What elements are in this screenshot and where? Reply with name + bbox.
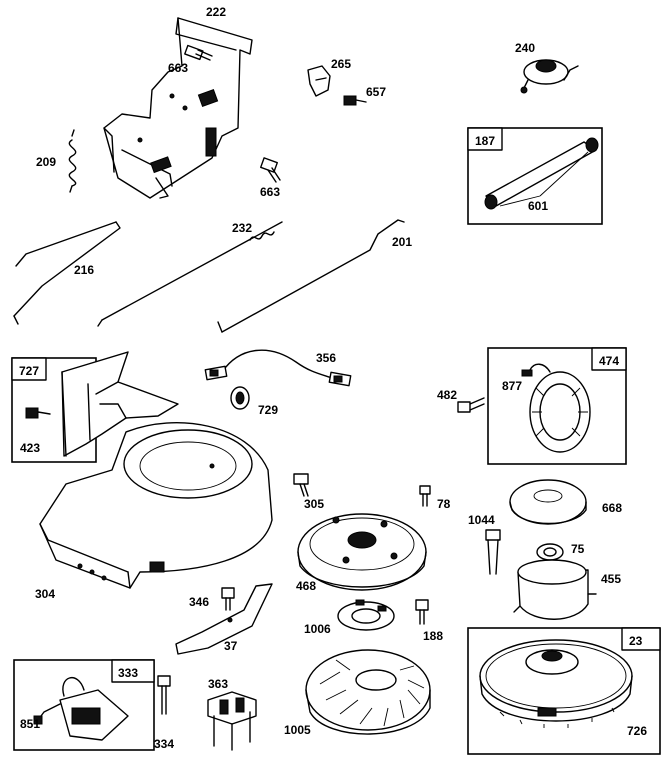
label-240: 240 <box>515 41 535 55</box>
part-455-starter-cup <box>513 559 597 620</box>
part-601-fuel-tube <box>484 137 599 210</box>
label-37: 37 <box>224 639 238 653</box>
part-729-grommet <box>230 386 250 410</box>
callout-tag-727 <box>11 357 47 381</box>
label-663-upper: 663 <box>168 61 188 75</box>
label-333: 333 <box>118 666 138 680</box>
part-75-washer <box>536 543 564 561</box>
part-663-screw-upper <box>184 44 213 61</box>
callout-box-23 <box>467 627 661 755</box>
label-78: 78 <box>437 497 451 511</box>
part-663-screw-lower <box>260 157 281 183</box>
label-334: 334 <box>154 737 174 751</box>
part-334-screw <box>157 675 171 715</box>
label-601: 601 <box>528 199 548 213</box>
label-23: 23 <box>629 634 643 648</box>
label-726: 726 <box>627 724 647 738</box>
label-232: 232 <box>232 221 252 235</box>
callout-tag-23 <box>621 627 661 651</box>
part-333-ignition-module <box>59 677 129 741</box>
part-668-cup <box>509 479 587 525</box>
label-188: 188 <box>423 629 443 643</box>
label-187: 187 <box>475 134 495 148</box>
part-222-control-bracket <box>103 17 253 199</box>
part-363-bracket <box>207 691 257 751</box>
part-265-clip <box>307 65 331 97</box>
part-209-spring <box>68 129 77 193</box>
label-482: 482 <box>437 388 457 402</box>
part-78-screw <box>419 485 431 507</box>
part-468-rewind-starter <box>297 513 427 591</box>
label-663-lower: 663 <box>260 185 280 199</box>
label-1006: 1006 <box>304 622 331 636</box>
label-1044: 1044 <box>468 513 495 527</box>
callout-box-333 <box>13 659 155 751</box>
part-232-spring-link <box>97 221 283 327</box>
part-240-fitting <box>520 59 579 94</box>
label-877: 877 <box>502 379 522 393</box>
part-201-throttle-link <box>217 219 405 333</box>
part-346-screw <box>221 587 235 611</box>
callout-tag-187 <box>467 127 503 151</box>
label-216: 216 <box>74 263 94 277</box>
label-305: 305 <box>304 497 324 511</box>
label-346: 346 <box>189 595 209 609</box>
part-37-deflector <box>175 583 273 655</box>
label-468: 468 <box>296 579 316 593</box>
part-423-screw <box>25 407 51 419</box>
part-727-air-baffle <box>61 351 179 457</box>
label-851: 851 <box>20 717 40 731</box>
label-356: 356 <box>316 351 336 365</box>
label-222: 222 <box>206 5 226 19</box>
part-304-blower-housing <box>39 422 273 589</box>
label-304: 304 <box>35 587 55 601</box>
label-209: 209 <box>36 155 56 169</box>
label-657: 657 <box>366 85 386 99</box>
part-851-wire <box>33 703 61 725</box>
part-356-ground-wire <box>204 349 352 387</box>
label-455: 455 <box>601 572 621 586</box>
label-727: 727 <box>19 364 39 378</box>
callout-box-187 <box>467 127 603 225</box>
label-363: 363 <box>208 677 228 691</box>
part-188-screw <box>415 599 429 625</box>
label-668: 668 <box>602 501 622 515</box>
callout-tag-333 <box>111 659 155 683</box>
part-1006-fan-retainer <box>337 599 395 631</box>
part-726-flywheel <box>479 639 633 728</box>
part-216-choke-link <box>13 221 121 325</box>
part-657-screw <box>343 95 367 106</box>
label-75: 75 <box>571 542 585 556</box>
label-1005: 1005 <box>284 723 311 737</box>
callout-tag-474 <box>591 347 627 371</box>
label-265: 265 <box>331 57 351 71</box>
part-482-screw <box>457 397 485 413</box>
part-1005-fan <box>305 649 431 735</box>
label-729: 729 <box>258 403 278 417</box>
label-423: 423 <box>20 441 40 455</box>
part-305-screw <box>293 473 309 497</box>
part-1044-pin <box>485 529 501 575</box>
label-474: 474 <box>599 354 619 368</box>
callout-box-474 <box>487 347 627 465</box>
part-877-alternator <box>521 363 591 453</box>
label-201: 201 <box>392 235 412 249</box>
